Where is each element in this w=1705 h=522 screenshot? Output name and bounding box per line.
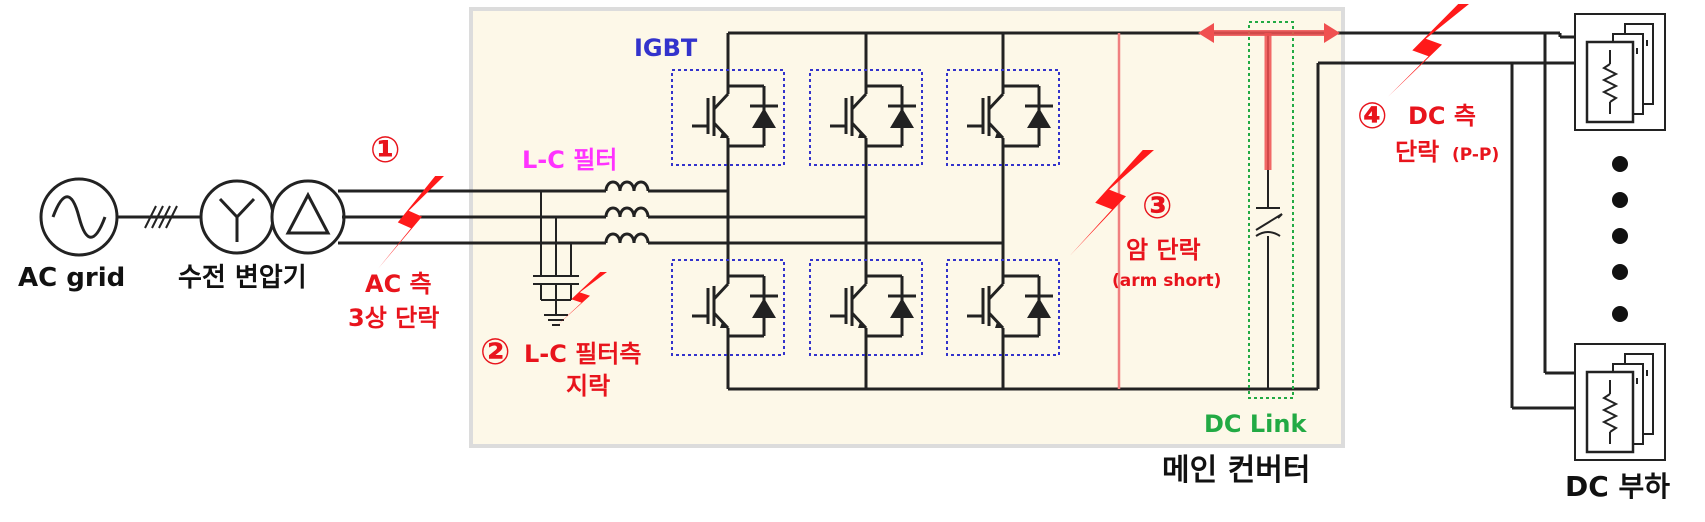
ac-grid-label: AC grid (18, 263, 125, 293)
inductor-phase-a (604, 180, 650, 194)
dc-fault-label-line2: 단락 (1395, 138, 1439, 166)
arm-fault-label-line2: (arm short) (1112, 271, 1221, 291)
dc-short-arrow (1198, 23, 1340, 170)
ac-fault-label-line1: AC 측 (365, 270, 432, 298)
arm-fault-label-line1: 암 단락 (1126, 236, 1201, 264)
inductor-phase-c (604, 232, 650, 246)
ac-source-icon (39, 177, 119, 257)
igbt-label: IGBT (634, 34, 698, 62)
ac-fault-label-line2: 3상 단락 (348, 304, 439, 332)
dc-link-label: DC Link (1204, 410, 1307, 438)
fault-marker-4: ④ (1357, 96, 1387, 137)
igbt-lower-c (946, 254, 1060, 358)
dc-load-top (1573, 12, 1667, 132)
wye-delta-transformer-icon (199, 179, 346, 255)
fault-marker-1: ① (370, 130, 400, 171)
dc-fault-pp-label: (P-P) (1452, 145, 1499, 165)
igbt-upper-a (671, 64, 785, 168)
inductor-phase-b (604, 206, 650, 220)
dc-fault-label-line1: DC 측 (1408, 102, 1476, 130)
filter-capacitors (533, 191, 579, 326)
igbt-lower-a (671, 254, 785, 358)
igbt-lower-b (809, 254, 923, 358)
main-converter-label: 메인 컨버터 (1162, 453, 1310, 488)
fault-marker-2: ② (480, 332, 510, 373)
load-ellipsis-dots (1612, 156, 1628, 322)
lc-filter-label: L-C 필터 (522, 146, 617, 174)
transformer-label: 수전 변압기 (178, 263, 307, 293)
lightning-bolt-icon (1388, 4, 1469, 97)
igbt-upper-b (809, 64, 923, 168)
fault-marker-3: ③ (1142, 186, 1172, 227)
three-phase-mark (144, 205, 178, 229)
dc-load-bottom (1573, 342, 1667, 462)
lc-fault-label-line1: L-C 필터측 (524, 340, 641, 368)
lc-fault-label-line2: 지락 (566, 372, 610, 400)
igbt-upper-c (946, 64, 1060, 168)
dc-load-label: DC 부하 (1565, 470, 1670, 503)
